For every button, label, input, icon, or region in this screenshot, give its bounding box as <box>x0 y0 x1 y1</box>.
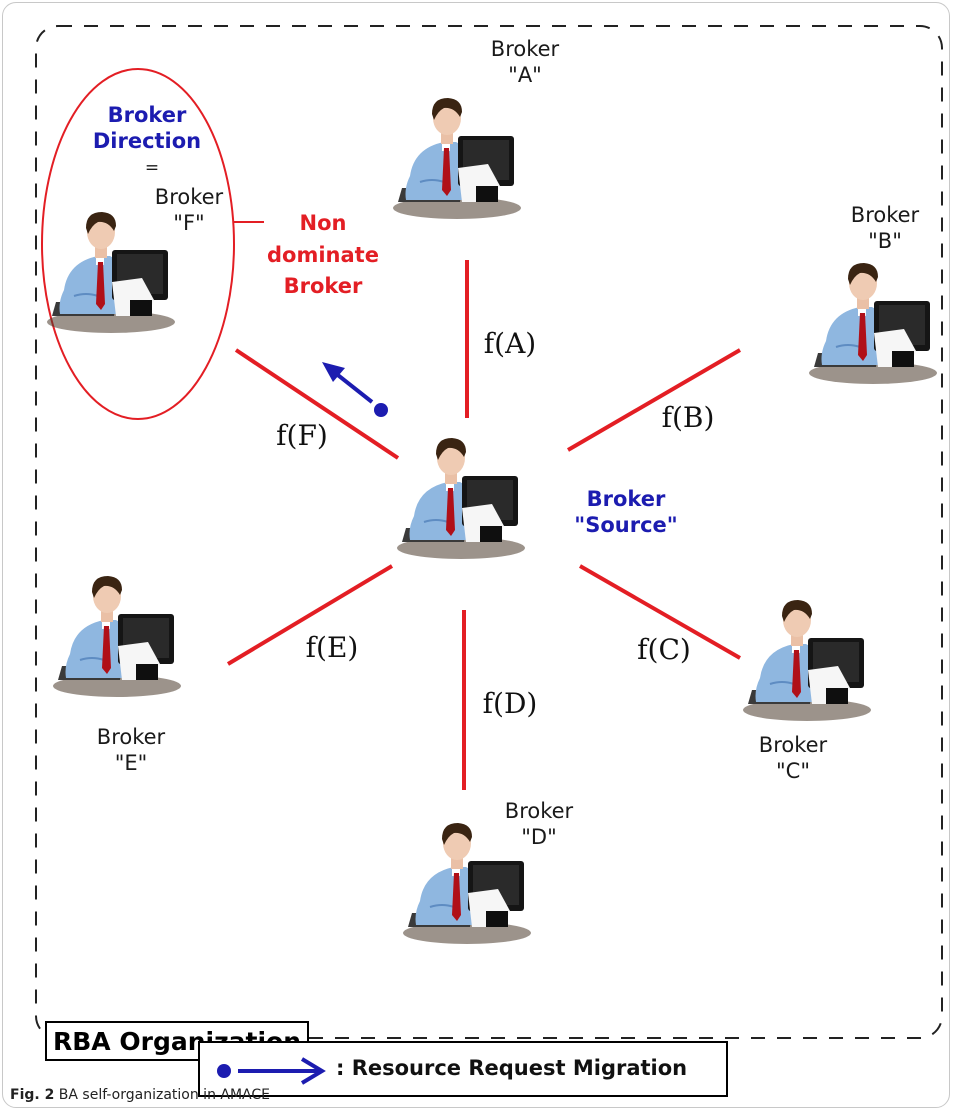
broker-b-icon <box>808 262 938 385</box>
legend-box: : Resource Request Migration <box>198 1041 728 1097</box>
direction-equals: = <box>144 158 160 178</box>
broker-a-icon <box>392 97 522 220</box>
f-c-label: f(C) <box>637 633 691 666</box>
broker-d-label: Broker "D" <box>504 799 574 850</box>
broker-direction-title: Broker Direction <box>92 103 202 154</box>
broker-source-icon <box>396 437 526 560</box>
broker-c-label: Broker "C" <box>758 733 828 784</box>
broker-f-label: Broker "F" <box>154 185 224 236</box>
migration-arrow <box>322 362 388 417</box>
non-dominate-label: Non dominate Broker <box>267 211 379 298</box>
f-f-label: f(F) <box>276 419 328 452</box>
f-e-label: f(E) <box>305 631 359 664</box>
rba-organization-boundary <box>35 25 943 1039</box>
f-a-label: f(A) <box>483 327 537 360</box>
edge-b <box>566 348 742 452</box>
edge-f <box>234 348 400 460</box>
f-d-label: f(D) <box>482 687 538 720</box>
broker-source-label: Broker "Source" <box>574 487 678 538</box>
legend-text: : Resource Request Migration <box>336 1056 688 1080</box>
caption-text: BA self-organization in AMACE <box>58 1087 271 1103</box>
broker-c-icon <box>742 599 872 722</box>
broker-a-label: Broker "A" <box>490 37 560 88</box>
f-b-label: f(B) <box>661 401 715 434</box>
broker-e-label: Broker "E" <box>96 725 166 776</box>
figure-caption: Fig. 2 BA self-organization in AMACE <box>10 1087 270 1103</box>
edge-e <box>226 564 394 666</box>
direction-ellipse <box>41 68 235 420</box>
edge-c <box>579 564 741 660</box>
migration-legend-icon <box>217 1057 326 1085</box>
caption-label: Fig. 2 <box>10 1087 55 1103</box>
broker-e-icon <box>52 575 182 698</box>
broker-b-label: Broker "B" <box>850 203 920 254</box>
